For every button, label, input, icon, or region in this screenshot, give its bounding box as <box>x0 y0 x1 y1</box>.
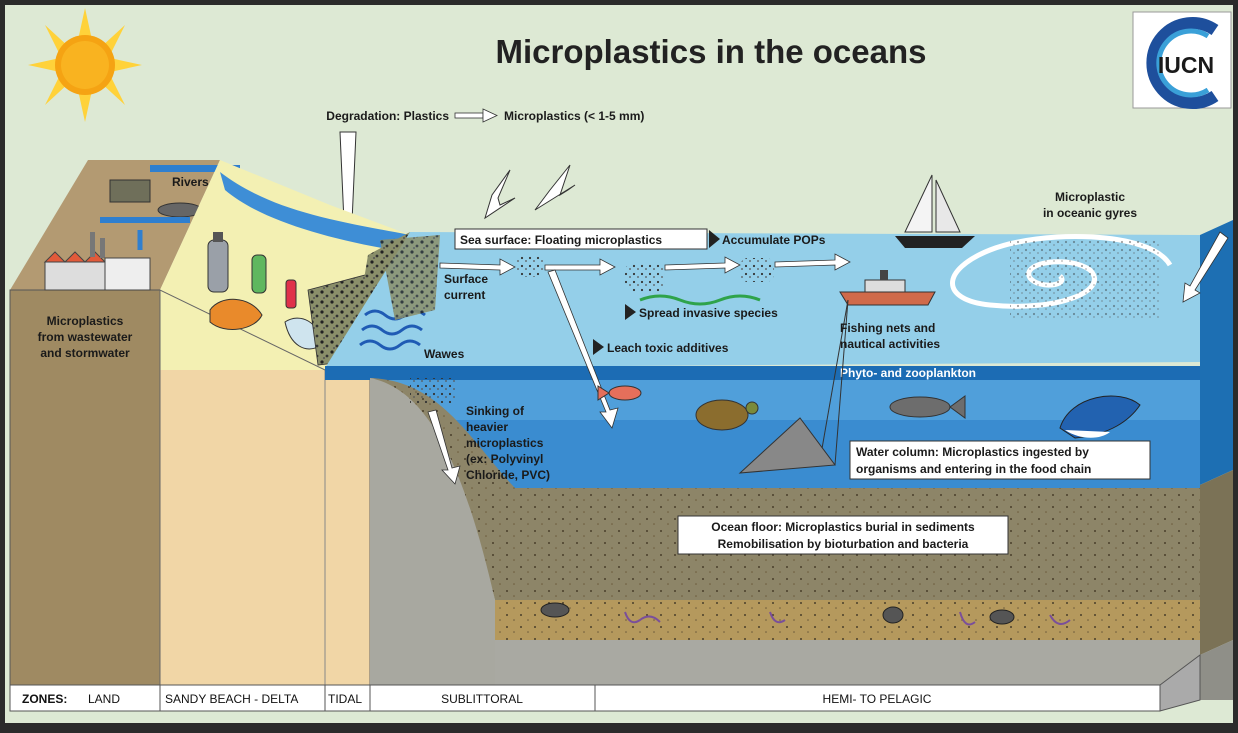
microplastic-cluster <box>625 262 665 292</box>
sinking-microplastics <box>410 378 455 403</box>
rivers-label: Rivers <box>172 175 209 189</box>
surface-current-label-2: current <box>444 288 485 302</box>
zone-tidal: TIDAL <box>328 692 362 706</box>
fishing-label-2: nautical activities <box>840 337 940 351</box>
microplastics-size-label: Microplastics (< 1-5 mm) <box>504 109 644 123</box>
sinking-label-1: Sinking of <box>466 404 525 418</box>
sea-surface-label: Sea surface: Floating microplastics <box>460 233 662 247</box>
water-column-label-2: organisms and entering in the food chain <box>856 462 1091 476</box>
degradation-label: Degradation: Plastics <box>326 109 449 123</box>
page-title: Microplastics in the oceans <box>496 33 927 70</box>
sinking-label-4: (ex: Polyvinyl <box>466 452 543 466</box>
microplastic-cluster <box>740 258 774 282</box>
accumulate-label: Accumulate POPs <box>722 233 826 247</box>
surface-current-label-1: Surface <box>444 272 488 286</box>
sinking-label-3: microplastics <box>466 436 544 450</box>
wastewater-label-3: and stormwater <box>40 346 130 360</box>
logo-text: IUCN <box>1158 52 1214 78</box>
microplastic-cluster <box>515 255 545 277</box>
spread-label: Spread invasive species <box>639 306 778 320</box>
wastewater-label-1: Microplastics <box>47 314 124 328</box>
ocean-floor-label-1: Ocean floor: Microplastics burial in sed… <box>711 520 975 534</box>
zone-pelagic: HEMI- TO PELAGIC <box>823 692 932 706</box>
gyres-label-2: in oceanic gyres <box>1043 206 1137 220</box>
zone-sublittoral: SUBLITTORAL <box>441 692 523 706</box>
iucn-logo: IUCN <box>1133 12 1231 108</box>
zone-land: LAND <box>88 692 120 706</box>
plankton-band <box>325 366 1200 380</box>
fishing-label-1: Fishing nets and <box>840 321 935 335</box>
wastewater-label-2: from wastewater <box>38 330 133 344</box>
plankton-label: Phyto- and zooplankton <box>840 366 976 380</box>
sinking-label-2: heavier <box>466 420 508 434</box>
gyre-microplastics <box>1010 240 1160 320</box>
leach-label: Leach toxic additives <box>607 341 729 355</box>
gyres-label-1: Microplastic <box>1055 190 1125 204</box>
sinking-label-5: Chloride, PVC) <box>466 468 550 482</box>
sun-icon <box>28 8 142 122</box>
ocean-floor-label-2: Remobilisation by bioturbation and bacte… <box>718 537 969 551</box>
waves-label: Wawes <box>424 347 465 361</box>
zones-prefix: ZONES: <box>22 692 67 706</box>
zone-sandy-beach: SANDY BEACH - DELTA <box>165 692 298 706</box>
water-column-label-1: Water column: Microplastics ingested by <box>856 445 1089 459</box>
